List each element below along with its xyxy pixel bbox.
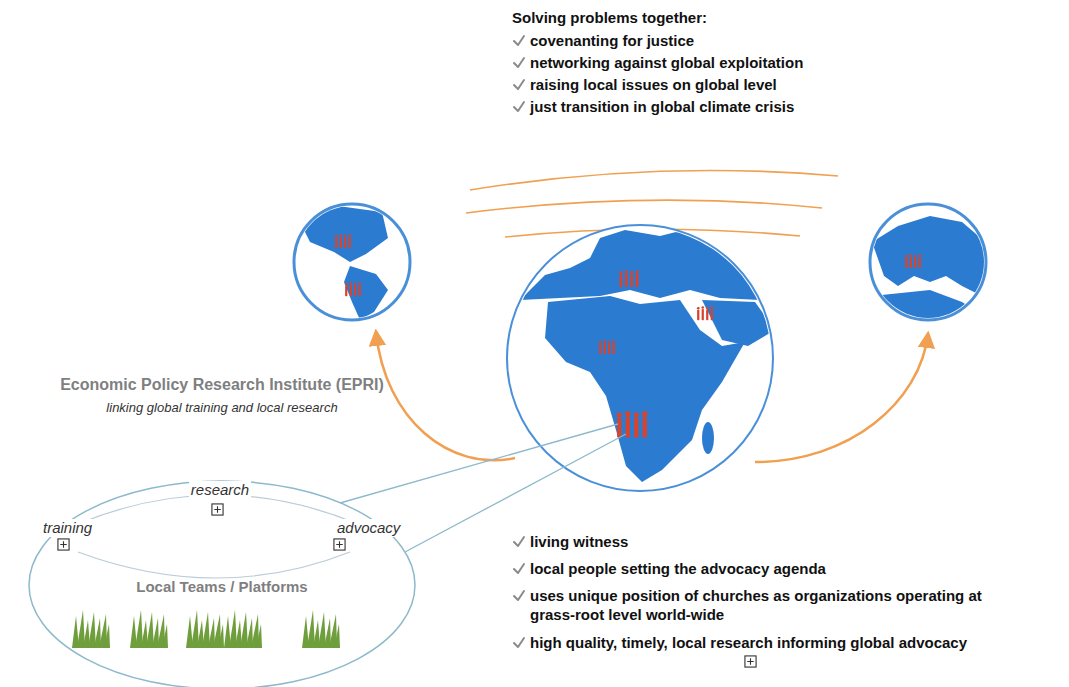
teams-heading: Local Teams / Platforms bbox=[107, 578, 337, 596]
spread-arrows bbox=[376, 332, 928, 462]
check-item: just transition in global climate crisis bbox=[530, 97, 1060, 116]
institute-title: Economic Policy Research Institute (EPRI… bbox=[7, 376, 437, 394]
expand-icon bbox=[334, 539, 345, 550]
check-item: raising local issues on global level bbox=[530, 75, 1060, 94]
check-item: high quality, timely, local research inf… bbox=[530, 633, 1060, 652]
expand-icon bbox=[58, 539, 69, 550]
cycle-arcs bbox=[78, 495, 358, 578]
cycle-step: research bbox=[189, 481, 251, 499]
expand-icon bbox=[212, 504, 223, 515]
check-item: local people setting the advocacy agenda bbox=[530, 559, 1060, 578]
check-item: living witness bbox=[530, 532, 1060, 551]
center-globe bbox=[507, 225, 790, 491]
epri-bubble: Economic Policy Research Institute (EPRI… bbox=[27, 477, 417, 687]
europe-globe bbox=[870, 204, 990, 322]
expand-icon bbox=[745, 656, 756, 667]
check-item: uses unique position of churches as orga… bbox=[530, 586, 1030, 624]
institute-subtitle: linking global training and local resear… bbox=[7, 399, 437, 417]
check-item: networking against global exploitation bbox=[530, 53, 1060, 72]
cycle-step: advocacy bbox=[335, 519, 402, 537]
cycle-step: training bbox=[41, 519, 94, 537]
americas-globe bbox=[294, 204, 410, 320]
grass-icons bbox=[72, 610, 340, 648]
check-item: covenanting for justice bbox=[530, 31, 1060, 50]
panel-heading: Solving problems together: bbox=[512, 8, 1032, 27]
